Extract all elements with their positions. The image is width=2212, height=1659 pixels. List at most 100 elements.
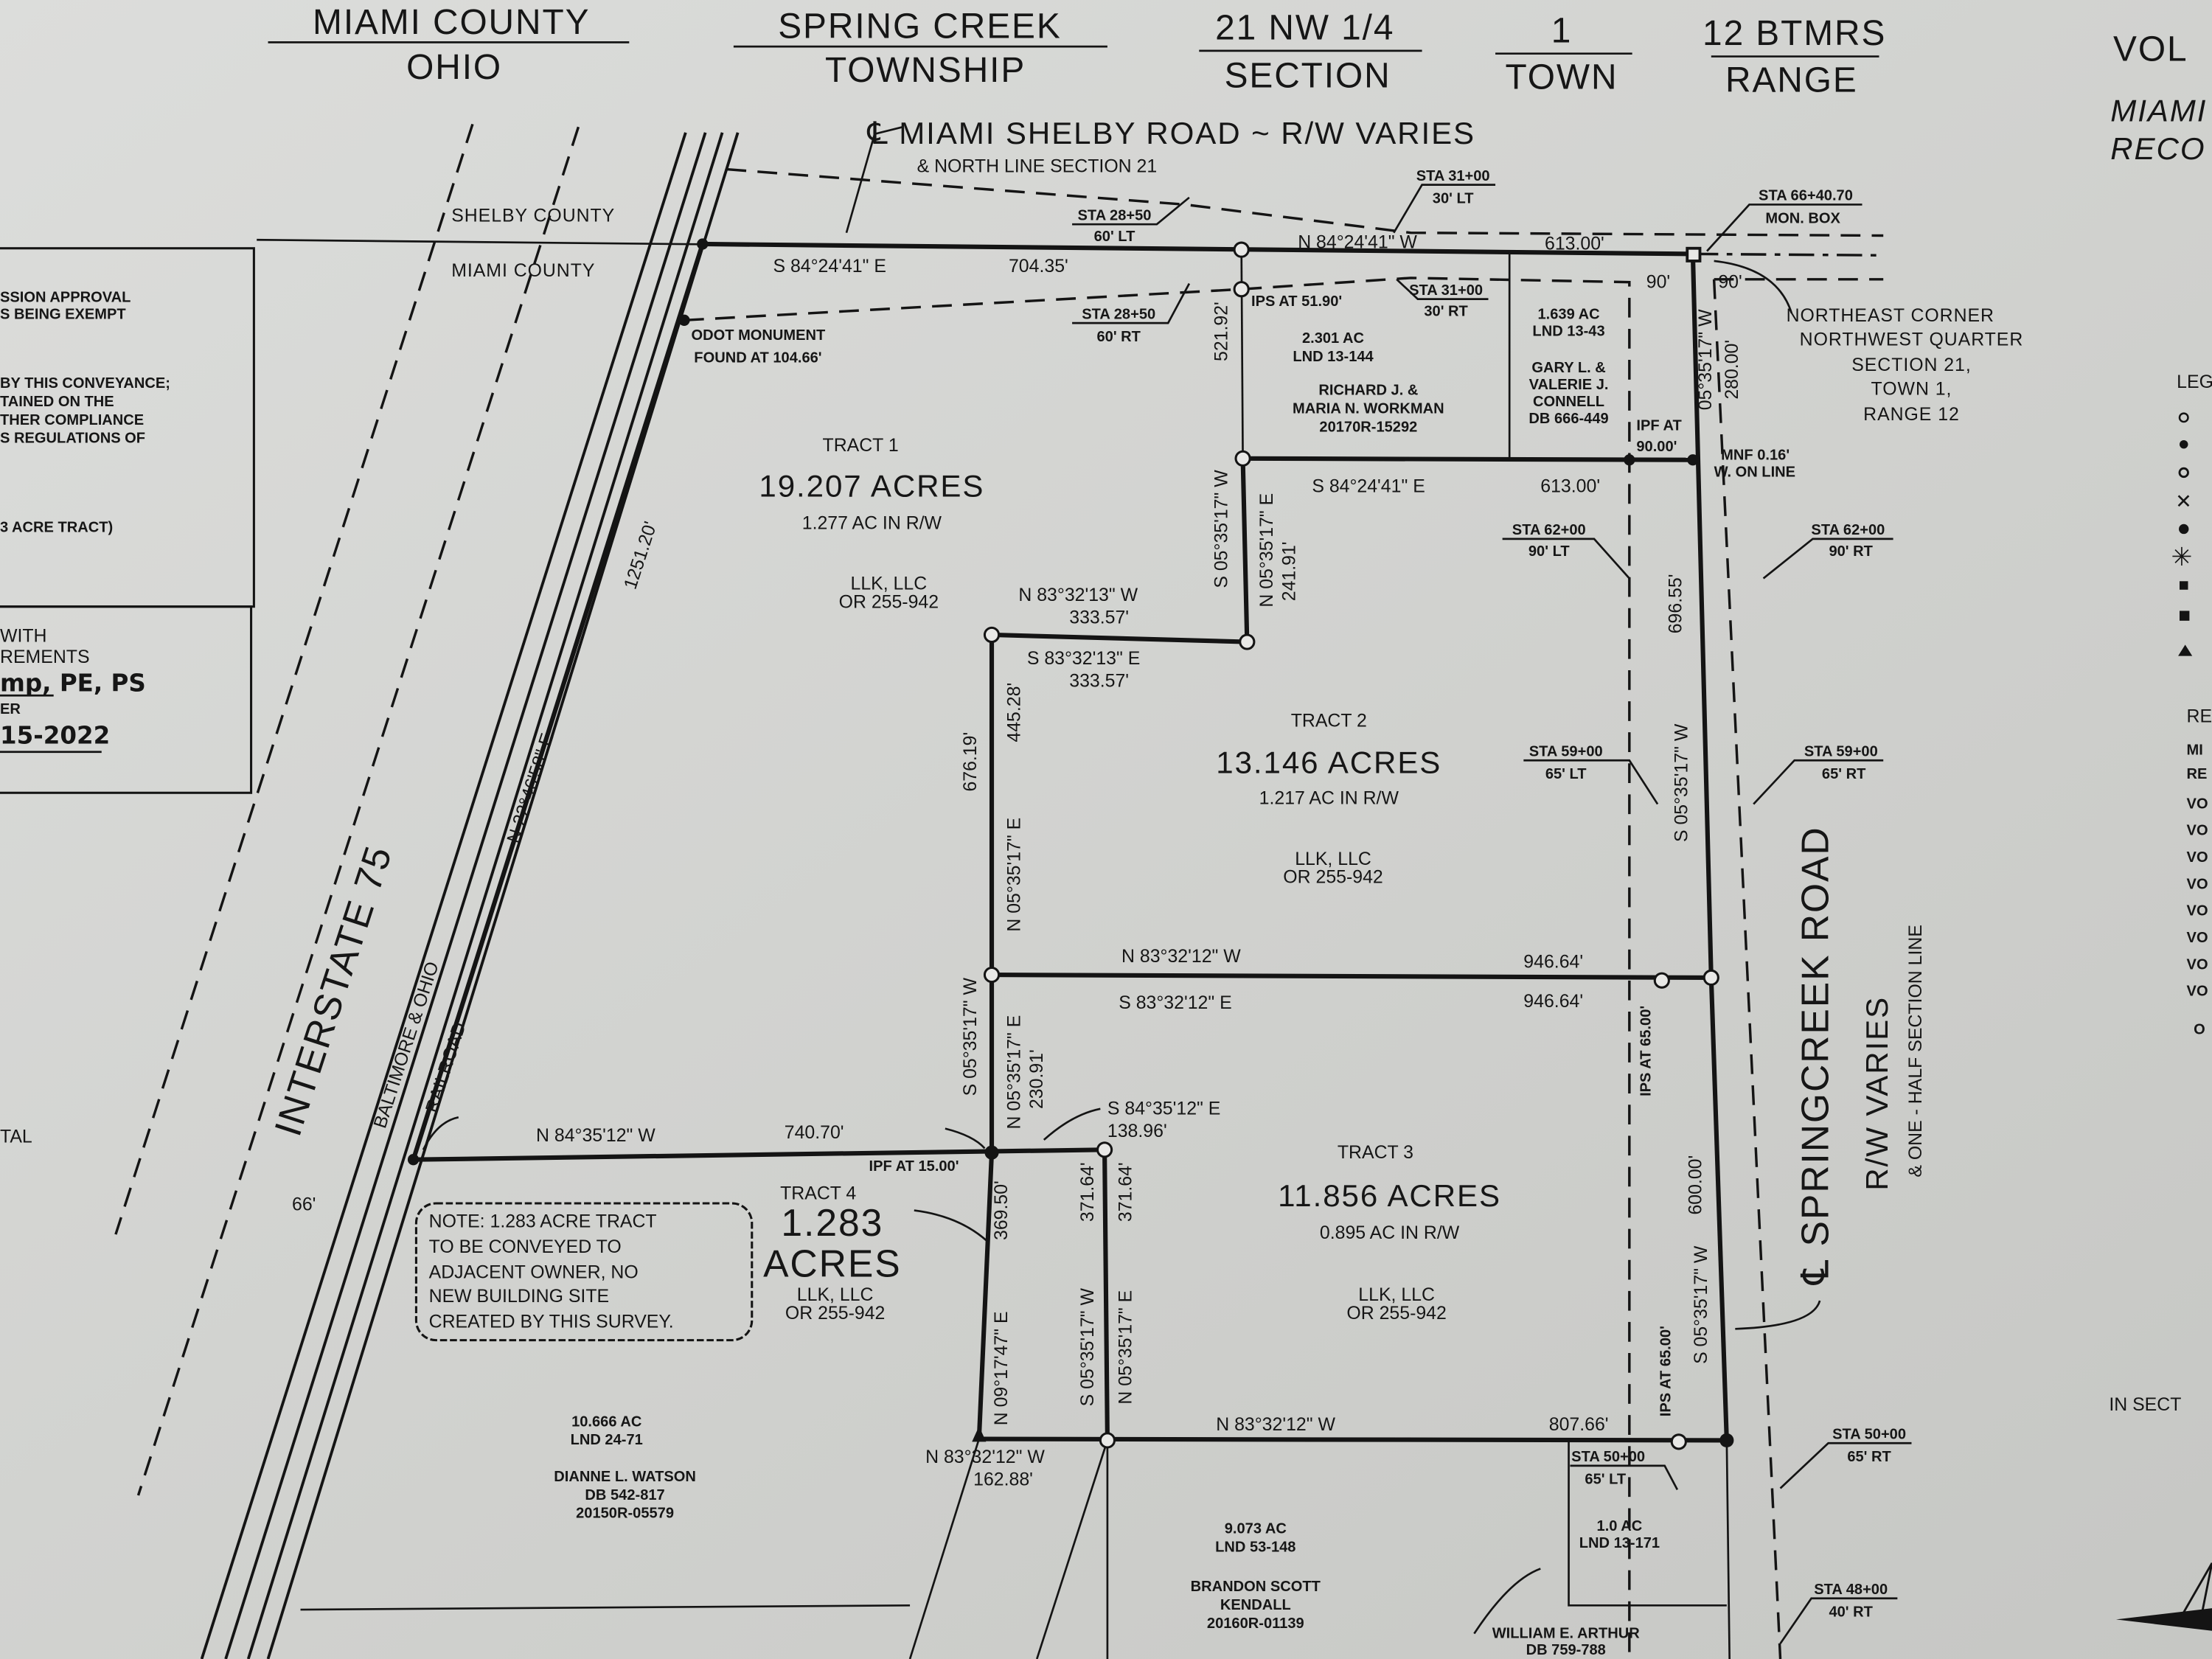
station-text: STA 62+00 (1512, 522, 1586, 538)
iron-pin-found-icon (1719, 1433, 1734, 1448)
tract-owner: LLK, LLC (797, 1284, 874, 1305)
station-text: STA 31+00 (1416, 168, 1490, 184)
distance-label: 946.64' (1523, 991, 1583, 1012)
bearing-label: N 83°32'12" W (1121, 946, 1241, 967)
tract-owner: LLK, LLC (851, 574, 928, 594)
tract-label: TRACT 2 (1291, 710, 1367, 731)
bearing-label: S 84°24'41" E (773, 256, 886, 276)
iron-pin-found-icon (678, 314, 690, 326)
tract-label: TRACT 3 (1338, 1142, 1413, 1163)
monument-text: IPS AT 65.00' (1658, 1326, 1674, 1416)
distance-label: 696.55' (1666, 574, 1686, 633)
adjoiner-watson: 10.666 AC LND 24-71 DIANNE L. WATSON DB … (554, 1413, 696, 1521)
station-callout: STA 28+50 60' LT (1072, 196, 1190, 245)
reference-line: VO (2187, 930, 2208, 946)
corner-note: NORTHEAST CORNER NORTHWEST QUARTER SECTI… (1787, 305, 2023, 425)
shelby-county-label: SHELBY COUNTY (451, 205, 615, 226)
distance-label: 704.35' (1009, 256, 1068, 276)
township-label: TOWNSHIP (825, 51, 1026, 90)
mag-nail-found-icon (1687, 454, 1699, 466)
reference-line: O (2194, 1021, 2205, 1037)
station-text: STA 31+00 (1409, 282, 1483, 299)
iron-pin-found-icon (407, 1154, 420, 1166)
distance-label: 90' (1718, 271, 1742, 292)
tract-label: TRACT 4 (780, 1183, 856, 1203)
distance-label: 807.66' (1549, 1414, 1609, 1435)
bearing-label: S 84°35'12" E (1107, 1098, 1220, 1119)
approval-text: THER COMPLIANCE (0, 412, 144, 428)
parcel-text: DB 542-817 (585, 1487, 664, 1503)
monument-labels: ODOT MONUMENT FOUND AT 104.66' IPS AT 51… (691, 293, 1795, 1416)
asterisk-icon: ✳ (2171, 543, 2193, 571)
corner-text: RANGE 12 (1863, 404, 1960, 425)
reference-title: RE (2187, 706, 2212, 727)
distance-label: 230.91' (1026, 1049, 1047, 1109)
linework (114, 123, 1884, 1659)
bearing-label: S 83°32'12" E (1119, 992, 1231, 1013)
north-road-sub: & NORTH LINE SECTION 21 (917, 156, 1158, 176)
tract-acres-unit: ACRES (763, 1242, 901, 1285)
distance-label: 740.70' (785, 1122, 844, 1143)
tract-rw: 1.217 AC IN R/W (1259, 788, 1399, 809)
monument-text: MNF 0.16' (1721, 448, 1790, 464)
bearing-label: N 84°24'41" W (1298, 232, 1417, 253)
bearing-label: N 05°35'17" E (1256, 493, 1277, 608)
bearing-label: N 09°17'47" E (991, 1311, 1012, 1425)
corner-text: SECTION 21, (1851, 355, 1971, 375)
tract-rw: 0.895 AC IN R/W (1320, 1222, 1460, 1243)
volume-label: VOL (2113, 29, 2188, 69)
monument-box-icon (1686, 246, 1702, 262)
bearing-label: S 84°24'41" E (1312, 476, 1425, 497)
signature: mp, PE, PS (0, 669, 146, 697)
recorder-line-1: MIAMI (2110, 94, 2207, 128)
iron-pin-found-icon (697, 238, 709, 250)
parcel-text: CONNELL (1533, 394, 1604, 410)
iron-pin-found-icon (1624, 454, 1635, 466)
station-text: STA 28+50 (1078, 207, 1152, 223)
station-offset: 65' RT (1822, 766, 1866, 782)
iron-pin-found-icon (984, 1145, 999, 1160)
station-offset: 60' LT (1094, 229, 1135, 245)
bearing-label: N 05°35'17" E (1115, 1290, 1135, 1405)
cross-x-icon: ✕ (2175, 490, 2191, 512)
station-offset: 30' RT (1424, 304, 1468, 320)
north-arrow-icon (2115, 1562, 2212, 1631)
iron-pin-set-icon (1099, 1432, 1116, 1449)
tract-4: TRACT 4 1.283 ACRES LLK, LLC OR 255-942 (763, 1183, 901, 1324)
boundary-calls: S 84°24'41" E 704.35' N 84°24'41" W 613.… (503, 232, 1742, 1490)
bearing-label: S 05°35'17" W (1691, 1245, 1711, 1364)
east-road-label: ℄ SPRINGCREEK ROAD (1794, 826, 1837, 1285)
station-offset: 65' RT (1847, 1449, 1891, 1465)
square-dot-icon (2179, 611, 2190, 621)
distance-label: 333.57' (1069, 671, 1129, 692)
north-road-label: ℄ MIAMI SHELBY ROAD ~ R/W VARIES (867, 116, 1475, 150)
tract-record: OR 255-942 (785, 1303, 885, 1324)
tract-acres: 19.207 ACRES (759, 468, 984, 503)
monument-points (407, 238, 1734, 1450)
tract-record: OR 255-942 (1346, 1303, 1446, 1324)
state-label: OHIO (406, 48, 502, 87)
monument-text: IPS AT 65.00' (1638, 1006, 1655, 1096)
bearing-label: S 83°32'13" E (1027, 648, 1140, 669)
row-width-label: 66' (292, 1194, 316, 1215)
note-text: TO BE CONVEYED TO (429, 1237, 622, 1257)
reference-line: VO (2187, 849, 2208, 866)
station-text: STA 48+00 (1814, 1582, 1888, 1598)
note-cloud: NOTE: 1.283 ACRE TRACT TO BE CONVEYED TO… (414, 1202, 754, 1342)
town-label: TOWN (1506, 58, 1618, 97)
monument-text: IPF AT (1636, 418, 1682, 434)
circle-open-icon (2178, 412, 2189, 423)
bearing-label: N 84°35'12" W (536, 1125, 655, 1146)
note-text: NEW BUILDING SITE (429, 1286, 609, 1307)
distance-label: 241.91' (1279, 541, 1299, 601)
county-label: MIAMI COUNTY (313, 3, 590, 42)
reference-line: RE (2187, 766, 2208, 782)
parcel-text: KENDALL (1220, 1597, 1291, 1613)
distance-label: 445.28' (1004, 683, 1024, 742)
tract-record: OR 255-942 (1283, 867, 1382, 888)
reference-line: VO (2187, 876, 2208, 892)
distance-label: 369.50' (991, 1180, 1012, 1240)
